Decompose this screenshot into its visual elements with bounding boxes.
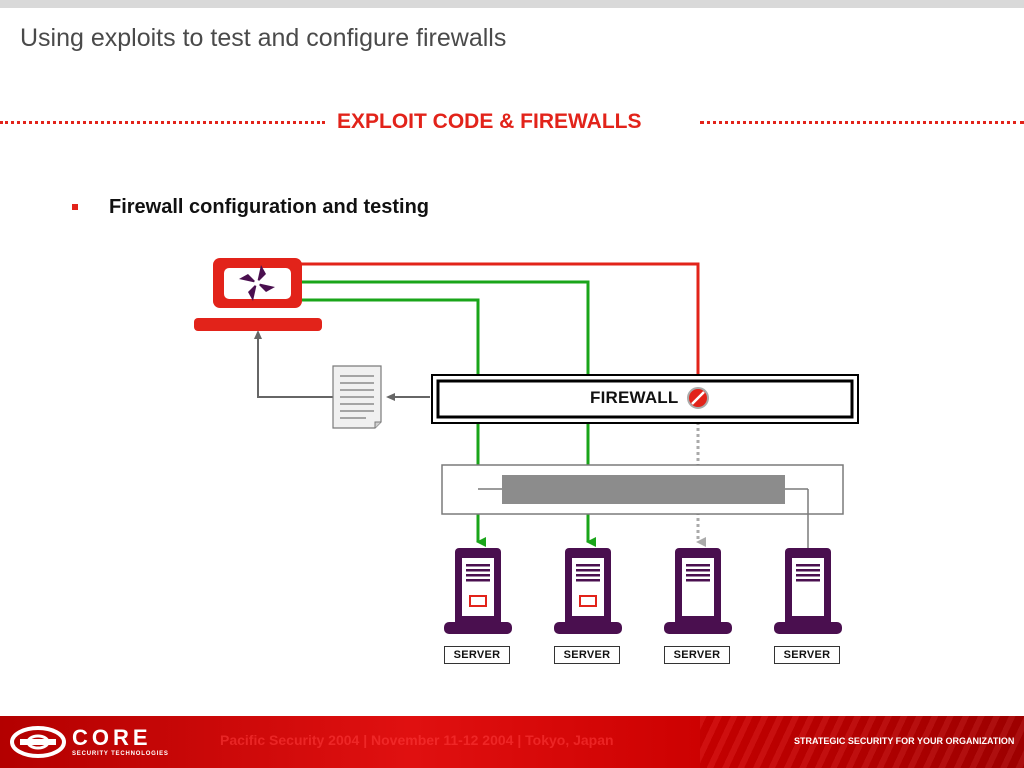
server-icon-1 <box>444 548 512 634</box>
firewall-label: FIREWALL <box>590 388 679 407</box>
dotted-rule-left <box>0 121 325 124</box>
allowed-path-green-1 <box>298 280 596 547</box>
footer-event-info: Pacific Security 2004 | November 11-12 2… <box>220 732 614 748</box>
allowed-path-green-2 <box>298 298 486 547</box>
core-logo-icon <box>10 726 66 758</box>
slide-title: Using exploits to test and configure fir… <box>20 24 507 52</box>
bullet-square-icon <box>72 204 78 210</box>
network-diagram <box>194 258 859 634</box>
firewall-box <box>431 374 859 424</box>
server-icon-4 <box>774 548 842 634</box>
firewall-block-icon <box>687 387 709 409</box>
server-label-2: SERVER <box>554 646 620 664</box>
workstation-icon <box>194 258 322 331</box>
core-logo-text: CORE <box>72 725 152 750</box>
dotted-rule-right <box>700 121 1024 124</box>
exploit-path-red <box>298 262 700 388</box>
bullet-text: Firewall configuration and testing <box>109 196 430 218</box>
core-logo-subtitle: SECURITY TECHNOLOGIES <box>72 751 169 757</box>
report-arrow-to-workstation <box>257 336 333 398</box>
footer-stripes <box>700 716 1024 768</box>
report-document-icon <box>332 365 382 429</box>
footer-bar: CORE SECURITY TECHNOLOGIES Pacific Secur… <box>0 716 1024 768</box>
top-bar <box>0 0 1024 8</box>
section-heading-label: EXPLOIT CODE & FIREWALLS <box>337 110 642 133</box>
server-icon-3 <box>664 548 732 634</box>
section-heading: EXPLOIT CODE & FIREWALLS <box>0 108 1024 138</box>
server-label-4: SERVER <box>774 646 840 664</box>
server-label-1: SERVER <box>444 646 510 664</box>
footer-tagline: STRATEGIC SECURITY FOR YOUR ORGANIZATION <box>794 736 1015 746</box>
server-icon-2 <box>554 548 622 634</box>
network-switch <box>441 464 844 515</box>
server-label-3: SERVER <box>664 646 730 664</box>
